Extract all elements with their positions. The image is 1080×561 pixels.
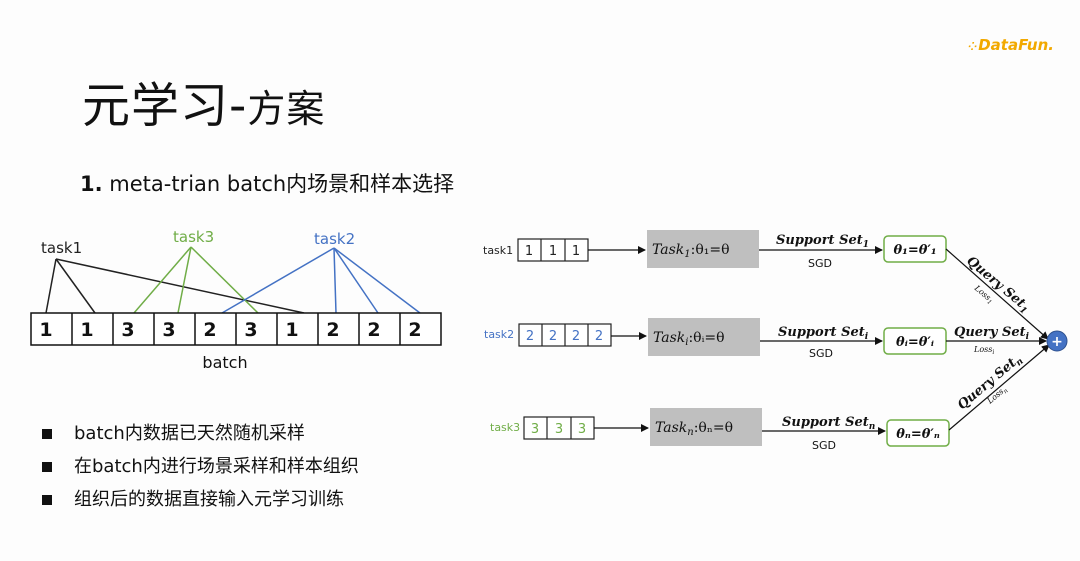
task-box-text: Taski:θᵢ=θ <box>653 330 725 348</box>
sgd-label: SGD <box>808 257 832 270</box>
row-cell: 3 <box>578 422 586 437</box>
datafun-logo: ⁘DataFun. <box>968 36 1054 54</box>
task-box-text: Taskn:θₙ=θ <box>655 420 733 438</box>
square-bullet-icon <box>42 495 52 505</box>
batch-label: batch <box>202 353 247 372</box>
title-sub: 方案 <box>247 87 326 131</box>
row-cell: 2 <box>572 329 580 344</box>
batch-cell: 3 <box>121 319 134 341</box>
right-meta-diagram: task1 1 1 1 Task1:θ₁=θ Support Set1 SGD … <box>483 230 1068 452</box>
square-bullet-icon <box>42 429 52 439</box>
row-task1: task1 1 1 1 Task1:θ₁=θ Support Set1 SGD … <box>483 230 1049 340</box>
row-task-label: task2 <box>484 328 514 341</box>
title-sep: - <box>229 78 248 134</box>
bullet-item: batch内数据已天然随机采样 <box>40 420 359 453</box>
row-task-label: task3 <box>490 421 520 434</box>
bullet-text: batch内数据已天然随机采样 <box>74 423 305 444</box>
row-cell: 1 <box>572 244 580 259</box>
row-cell: 3 <box>555 422 563 437</box>
subtitle-number: 1. <box>80 172 103 196</box>
batch-cell: 2 <box>203 319 216 341</box>
row-cell: 2 <box>595 329 603 344</box>
row-cell: 1 <box>549 244 557 259</box>
support-set-label: Support Seti <box>778 325 869 342</box>
batch-cell: 2 <box>408 319 421 341</box>
batch-cell: 1 <box>285 319 298 341</box>
batch-cell: 2 <box>326 319 339 341</box>
support-set-label: Support Set1 <box>776 233 869 250</box>
sum-node: + <box>1046 330 1068 352</box>
batch-cells: 1 1 3 3 2 3 1 2 2 2 <box>30 312 442 346</box>
batch-cell: 1 <box>39 319 52 341</box>
task3-label: task3 <box>173 228 214 246</box>
query-set-label: Query Set1 <box>962 254 1033 317</box>
theta-update: θᵢ=θ′ᵢ <box>896 335 934 350</box>
row-task3: task3 3 3 3 Taskn:θₙ=θ Support Setn SGD … <box>490 344 1050 452</box>
row-task-label: task1 <box>483 244 513 257</box>
bullet-list: batch内数据已天然随机采样 在batch内进行场景采样和样本组织 组织后的数… <box>40 420 359 519</box>
row-cell: 1 <box>525 244 533 259</box>
sgd-label: SGD <box>812 439 836 452</box>
task3-lines <box>133 246 259 314</box>
row-task2: task2 2 2 2 2 Taski:θᵢ=θ Support Seti SG… <box>484 318 1047 360</box>
task-box-text: Task1:θ₁=θ <box>652 242 730 260</box>
row-cell: 2 <box>526 329 534 344</box>
bullet-text: 组织后的数据直接输入元学习训练 <box>74 489 344 510</box>
sgd-label: SGD <box>809 347 833 360</box>
theta-update: θₙ=θ′ₙ <box>896 427 940 442</box>
batch-cell: 1 <box>80 319 93 341</box>
row-cell: 2 <box>549 329 557 344</box>
plus-icon: + <box>1051 334 1063 350</box>
batch-cell: 3 <box>162 319 175 341</box>
task2-lines <box>221 247 421 314</box>
support-set-label: Support Setn <box>782 415 875 432</box>
loss-label: Lossi <box>973 345 994 356</box>
square-bullet-icon <box>42 462 52 472</box>
section-subtitle: 1. meta-trian batch内场景和样本选择 <box>80 168 454 198</box>
task2-label: task2 <box>314 230 355 248</box>
left-batch-diagram: task1 task3 task2 1 1 <box>30 228 442 372</box>
title-main: 元学习 <box>82 78 230 134</box>
task1-label: task1 <box>41 239 82 257</box>
task1-lines <box>45 258 305 314</box>
subtitle-text: meta-trian batch内场景和样本选择 <box>102 172 455 196</box>
query-set-label: Query Seti <box>954 325 1030 342</box>
batch-cell: 3 <box>244 319 257 341</box>
bullet-item: 组织后的数据直接输入元学习训练 <box>40 486 359 519</box>
logo-dots-icon: ⁘ <box>968 40 978 53</box>
logo-text: DataFun. <box>978 36 1054 54</box>
theta-update: θ₁=θ′₁ <box>893 243 936 258</box>
bullet-text: 在batch内进行场景采样和样本组织 <box>74 456 359 477</box>
page-title: 元学习-方案 <box>82 66 325 136</box>
batch-cell: 2 <box>367 319 380 341</box>
bullet-item: 在batch内进行场景采样和样本组织 <box>40 453 359 486</box>
row-cell: 3 <box>531 422 539 437</box>
